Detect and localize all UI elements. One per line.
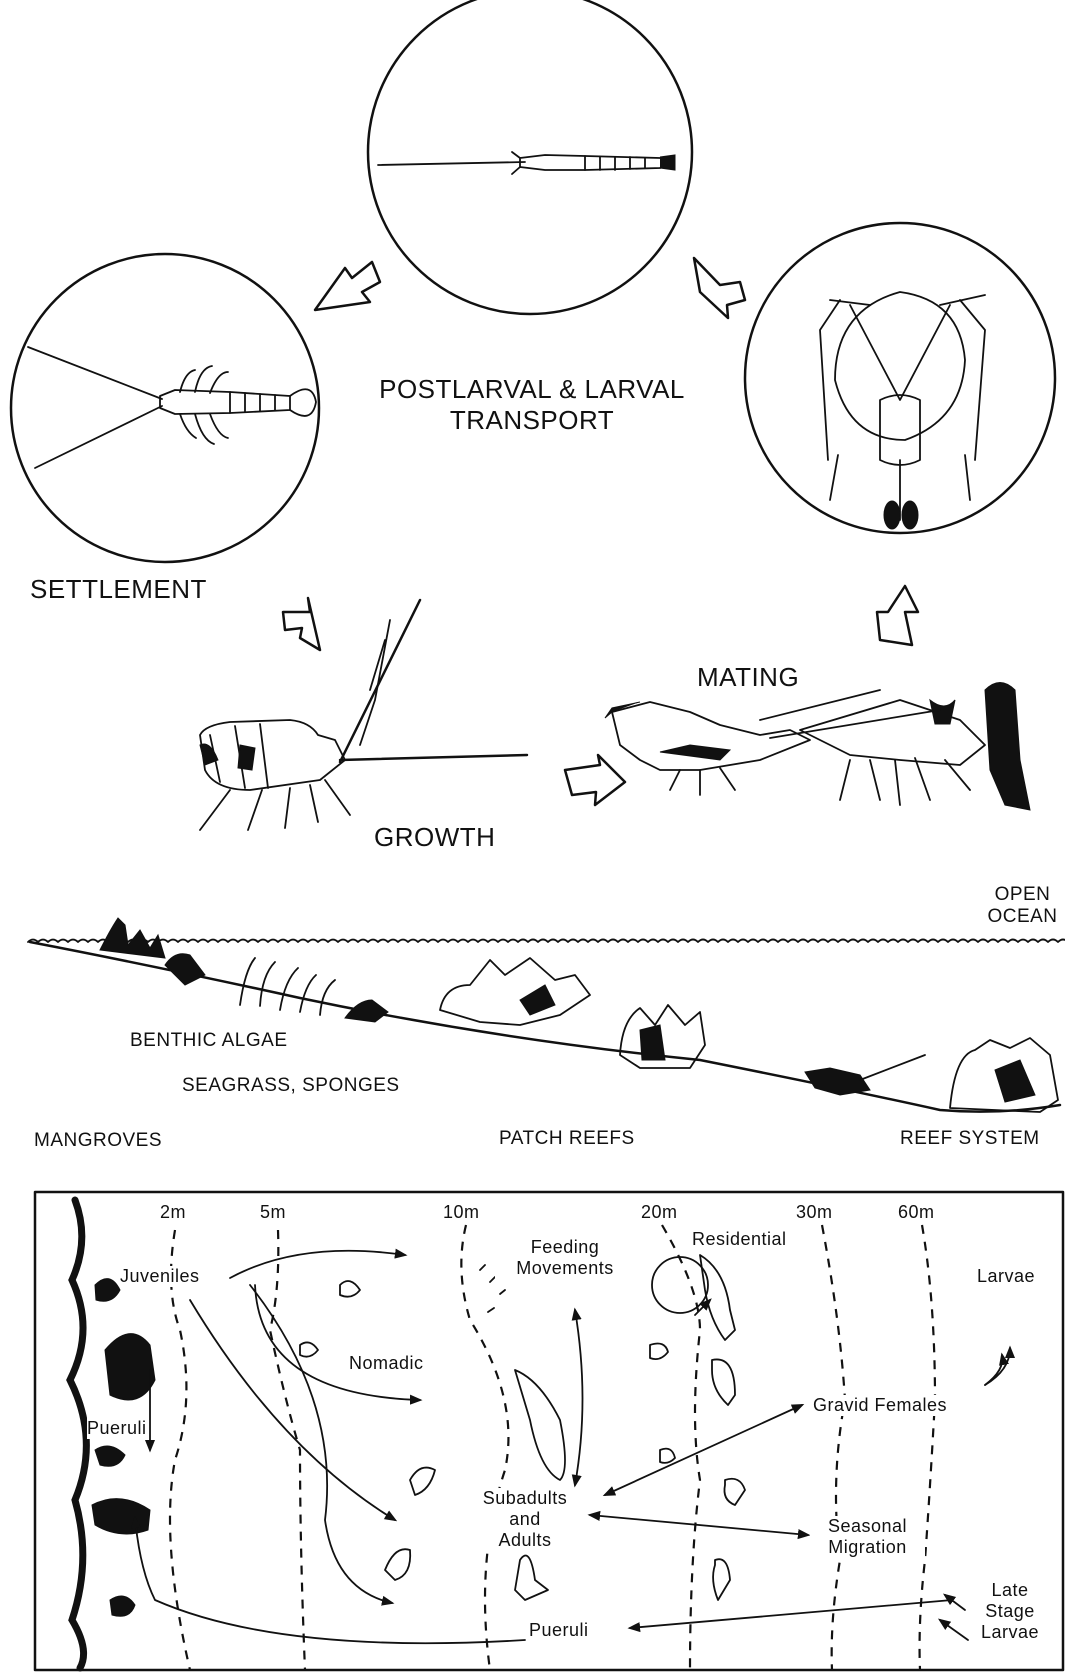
lobster-on-reef: [805, 1055, 925, 1095]
subadults-adults-label: Subadults and Adults: [470, 1488, 580, 1551]
subadults-line1: Subadults: [470, 1488, 580, 1509]
arrow-larvae-up: [985, 1348, 1010, 1385]
late-line2: Stage: [970, 1601, 1050, 1622]
arrow-juveniles-south: [190, 1300, 395, 1520]
cycle-arrow-to-adult: [877, 586, 918, 645]
depth-label-2m: 2m: [160, 1202, 186, 1223]
depth-label-10m: 10m: [443, 1202, 480, 1223]
larvae-label: Larvae: [977, 1266, 1035, 1287]
arrow-pueruli-to-coast: [135, 1518, 525, 1643]
arrow-larvae-up2: [985, 1355, 1002, 1385]
depth-label-60m: 60m: [898, 1202, 935, 1223]
mating-label: MATING: [697, 662, 799, 693]
mangrove-vegetation: [100, 918, 205, 985]
patch-reefs-label: PATCH REEFS: [499, 1128, 635, 1150]
residential-label: Residential: [692, 1229, 787, 1250]
larva-circle-top: [368, 0, 692, 314]
juvenile-lobster-illustration: [200, 600, 527, 830]
late-line3: Larvae: [970, 1622, 1050, 1643]
juveniles-label: Juveniles: [120, 1266, 200, 1287]
arrow-juveniles-east: [230, 1251, 405, 1278]
larva-illustration: [378, 152, 675, 174]
seasonal-migration-label: Seasonal Migration: [810, 1516, 925, 1558]
open-ocean-line1: OPEN: [980, 884, 1065, 906]
late-stage-larvae-label: Late Stage Larvae: [970, 1580, 1050, 1643]
puerulus-illustration: [28, 347, 316, 468]
migration-arrows: [135, 1251, 1010, 1643]
pueruli-bottom-label: Pueruli: [529, 1620, 589, 1641]
growth-label: GROWTH: [374, 822, 495, 853]
nomadic-label: Nomadic: [349, 1353, 424, 1374]
feeding-line2: Movements: [495, 1258, 635, 1279]
mangroves-label: MANGROVES: [34, 1130, 162, 1152]
mating-lobsters-illustration: [605, 683, 1030, 811]
feeding-line1: Feeding: [495, 1237, 635, 1258]
pueruli-left-label: Pueruli: [87, 1418, 147, 1439]
arrow-late-stage-in2: [940, 1620, 968, 1640]
subadults-line3: Adults: [470, 1530, 580, 1551]
phyllosoma-illustration: [820, 292, 985, 529]
arrow-gravid: [605, 1405, 802, 1495]
transport-label-line2: TRANSPORT: [352, 405, 712, 436]
reef-system-coral: [950, 1038, 1058, 1112]
open-ocean-label: OPEN OCEAN: [980, 884, 1065, 928]
late-line1: Late: [970, 1580, 1050, 1601]
cycle-arrow-to-settlement: [315, 262, 380, 310]
gravid-females-label: Gravid Females: [813, 1395, 947, 1416]
cycle-arrow-from-adult: [694, 258, 745, 318]
subadults-line2: and: [470, 1509, 580, 1530]
transport-label-line1: POSTLARVAL & LARVAL: [352, 374, 712, 405]
arrow-seasonal: [590, 1515, 808, 1535]
sea-surface: [28, 940, 1065, 943]
arrow-nomadic: [255, 1285, 420, 1400]
depth-label-20m: 20m: [641, 1202, 678, 1223]
transport-label: POSTLARVAL & LARVAL TRANSPORT: [352, 374, 712, 436]
settlement-label: SETTLEMENT: [30, 574, 207, 605]
seagrass-sponges-label: SEAGRASS, SPONGES: [182, 1075, 400, 1097]
seagrass-vegetation: [240, 958, 388, 1022]
arrow-late-stage: [630, 1600, 952, 1628]
feeding-movements-label: Feeding Movements: [495, 1237, 635, 1279]
coastline: [70, 1200, 86, 1668]
adult-circle: [745, 223, 1055, 533]
mangrove-islands: [92, 1279, 155, 1617]
open-ocean-line2: OCEAN: [980, 906, 1065, 928]
reef-system-label: REEF SYSTEM: [900, 1128, 1040, 1150]
seasonal-line2: Migration: [810, 1537, 925, 1558]
arrow-feeding: [575, 1310, 583, 1485]
depth-contours: [170, 1225, 935, 1670]
benthic-algae-label: BENTHIC ALGAE: [130, 1030, 288, 1052]
depth-label-5m: 5m: [260, 1202, 286, 1223]
depth-label-30m: 30m: [796, 1202, 833, 1223]
cycle-arrow-to-growth: [283, 598, 320, 650]
seasonal-line1: Seasonal: [810, 1516, 925, 1537]
settlement-circle: [11, 254, 319, 562]
cycle-arrow-to-mating: [565, 755, 625, 805]
coral-patch-reef-1: [440, 958, 590, 1025]
arrow-late-stage-in: [945, 1595, 965, 1610]
